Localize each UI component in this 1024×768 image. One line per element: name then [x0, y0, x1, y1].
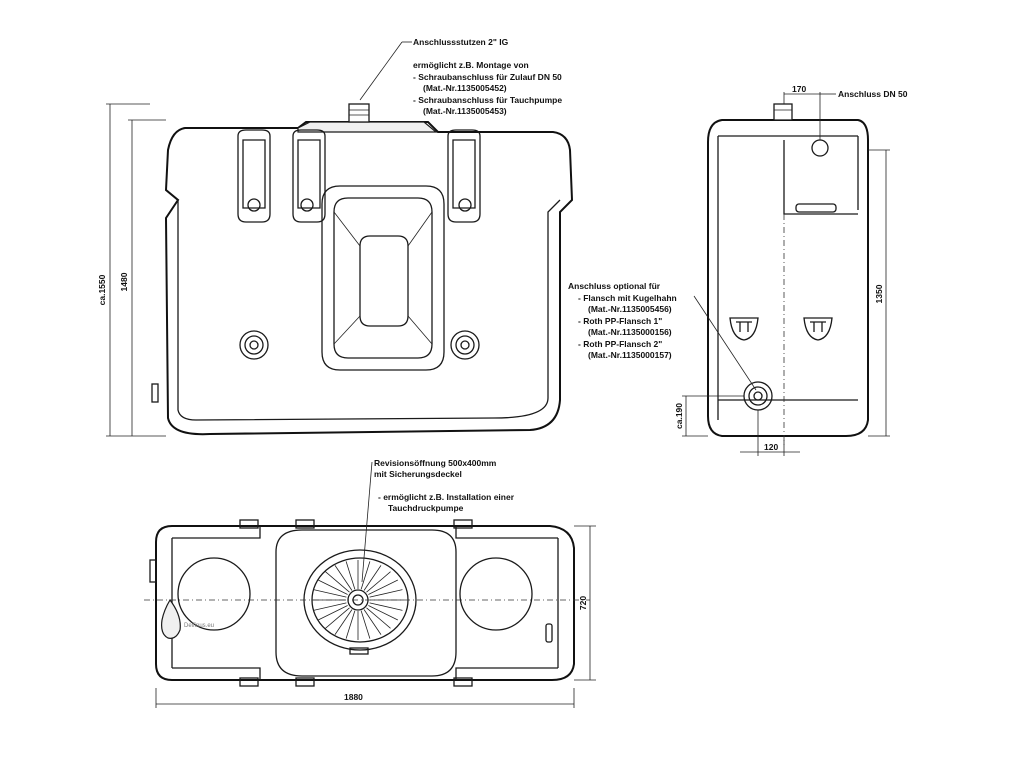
lid-rib — [345, 610, 356, 639]
mount-note-title: ermöglicht z.B. Montage von — [413, 60, 529, 70]
lid-rib — [366, 607, 391, 629]
dim-side-height: 1350 — [874, 284, 884, 303]
optional-line-4: (Mat.-Nr.1135000156) — [588, 327, 672, 337]
center-recess — [321, 185, 445, 371]
dn50-note: Anschluss DN 50 — [838, 89, 908, 99]
top-view: Delfinus.eu 1880 720 Revisionsöffnung 50… — [144, 458, 596, 708]
lid-rib — [325, 571, 350, 593]
optional-line-5: - Roth PP-Flansch 2" — [578, 339, 662, 349]
lid-rib — [313, 589, 347, 598]
dim-top-offset: 170 — [792, 84, 806, 94]
optional-line-6: (Mat.-Nr.1135000157) — [588, 350, 672, 360]
dim-flange-offset: 120 — [764, 442, 778, 452]
mount-line-1: - Schraubanschluss für Zulauf DN 50 — [413, 72, 562, 82]
mount-line-2: (Mat.-Nr.1135005452) — [423, 83, 507, 93]
tank-front-outline — [164, 121, 574, 436]
tank-front-inner — [177, 199, 561, 421]
outlet-note: Anschlussstutzen 2" IG — [413, 37, 509, 47]
mount-line-4: (Mat.-Nr.1135005453) — [423, 106, 507, 116]
optional-line-3: - Roth PP-Flansch 1" — [578, 316, 662, 326]
lid-plate — [297, 121, 438, 133]
lid-rib — [363, 609, 382, 635]
lid-rib — [363, 565, 382, 591]
bottom-bosses — [239, 330, 480, 360]
inspection-sub: mit Sicherungsdeckel — [374, 469, 462, 479]
mount-line-3: - Schraubanschluss für Tauchpumpe — [413, 95, 562, 105]
install-line-1: - ermöglicht z.B. Installation einer — [378, 492, 515, 502]
lid-rib — [317, 579, 348, 595]
side-view: 170 Anschluss DN 50 1350 ca.190 120 Ansc… — [568, 84, 908, 456]
watermark: Delfinus.eu — [184, 623, 214, 629]
optional-title: Anschluss optional für — [568, 281, 661, 291]
inspection-title: Revisionsöffnung 500x400mm — [374, 458, 497, 468]
dim-side-bottom: ca.190 — [674, 403, 684, 429]
outlet-fitting — [348, 103, 370, 123]
lid-rib — [313, 602, 347, 611]
dim-length: 1880 — [344, 692, 363, 702]
lid-rib — [334, 609, 353, 635]
dim-body-height: 1480 — [119, 272, 129, 291]
lid-rib — [345, 561, 356, 590]
lid-rib — [360, 610, 371, 639]
lid-rib — [368, 605, 399, 621]
lid-rib — [334, 565, 353, 591]
tank-top-outline — [155, 525, 575, 681]
lid-rib — [325, 607, 350, 629]
dim-width: 720 — [578, 596, 588, 610]
lid-rib — [366, 571, 391, 593]
dim-total-height: ca.1550 — [97, 274, 107, 305]
optional-line-2: (Mat.-Nr.1135005456) — [588, 304, 672, 314]
lid-rib — [360, 561, 371, 590]
lid-rib — [368, 579, 399, 595]
drop-mark — [161, 598, 181, 639]
optional-line-1: - Flansch mit Kugelhahn — [578, 293, 677, 303]
front-view: ca.1550 1480 Anschlussstutzen 2" IG ermö… — [97, 37, 574, 437]
tank-side-outline — [707, 119, 869, 437]
lid-rib — [369, 589, 403, 598]
top-pockets — [237, 129, 481, 223]
lid-rib — [369, 602, 403, 611]
lid-rib — [317, 605, 348, 621]
install-line-2: Tauchdruckpumpe — [388, 503, 464, 513]
